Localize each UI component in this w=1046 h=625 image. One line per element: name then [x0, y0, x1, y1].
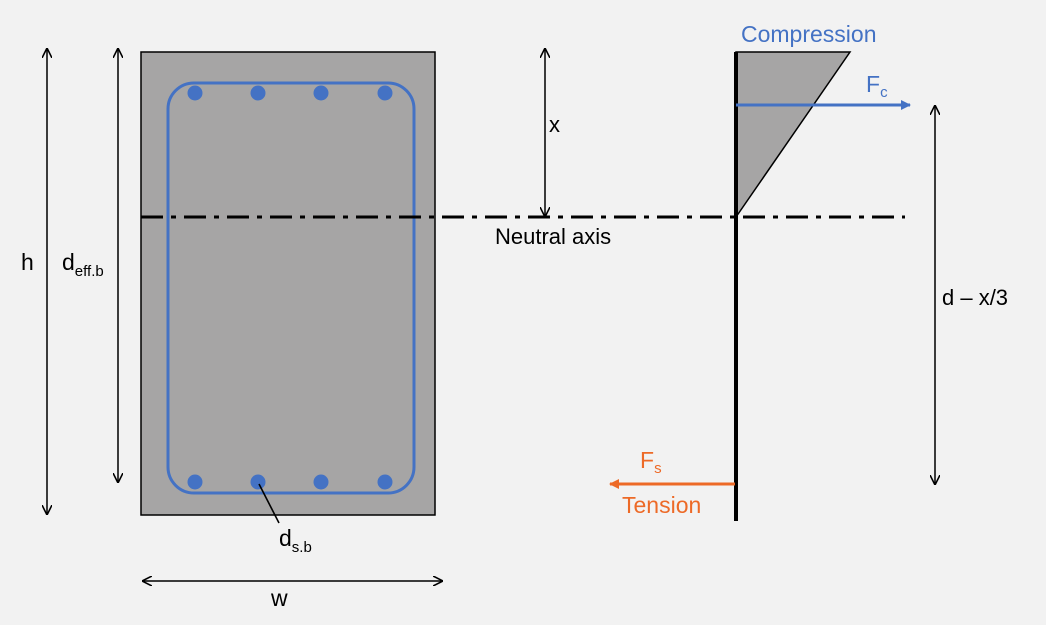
- compression-stress-block: [735, 51, 852, 220]
- ds-label: ds.b: [279, 525, 312, 556]
- neutral-axis-label: Neutral axis: [495, 224, 611, 249]
- fc-label: Fc: [866, 71, 888, 101]
- ds-leader-line: [258, 483, 280, 524]
- top-rebar: [377, 85, 393, 101]
- lever-arm-label: d – x/3: [942, 285, 1008, 310]
- stirrup: [166, 81, 416, 495]
- fs-label: Fs: [640, 447, 662, 477]
- compression-label: Compression: [741, 21, 877, 47]
- bottom-rebar: [250, 474, 266, 490]
- top-rebar: [187, 85, 203, 101]
- deff-label: deff.b: [62, 249, 104, 280]
- tension-label: Tension: [622, 492, 701, 518]
- bottom-rebar: [187, 474, 203, 490]
- bottom-rebar: [313, 474, 329, 490]
- h-label: h: [21, 249, 34, 275]
- top-rebar: [313, 85, 329, 101]
- top-rebar: [250, 85, 266, 101]
- w-label: w: [270, 585, 288, 611]
- x-label: x: [549, 112, 560, 137]
- bottom-rebar: [377, 474, 393, 490]
- concrete-section: [140, 51, 436, 516]
